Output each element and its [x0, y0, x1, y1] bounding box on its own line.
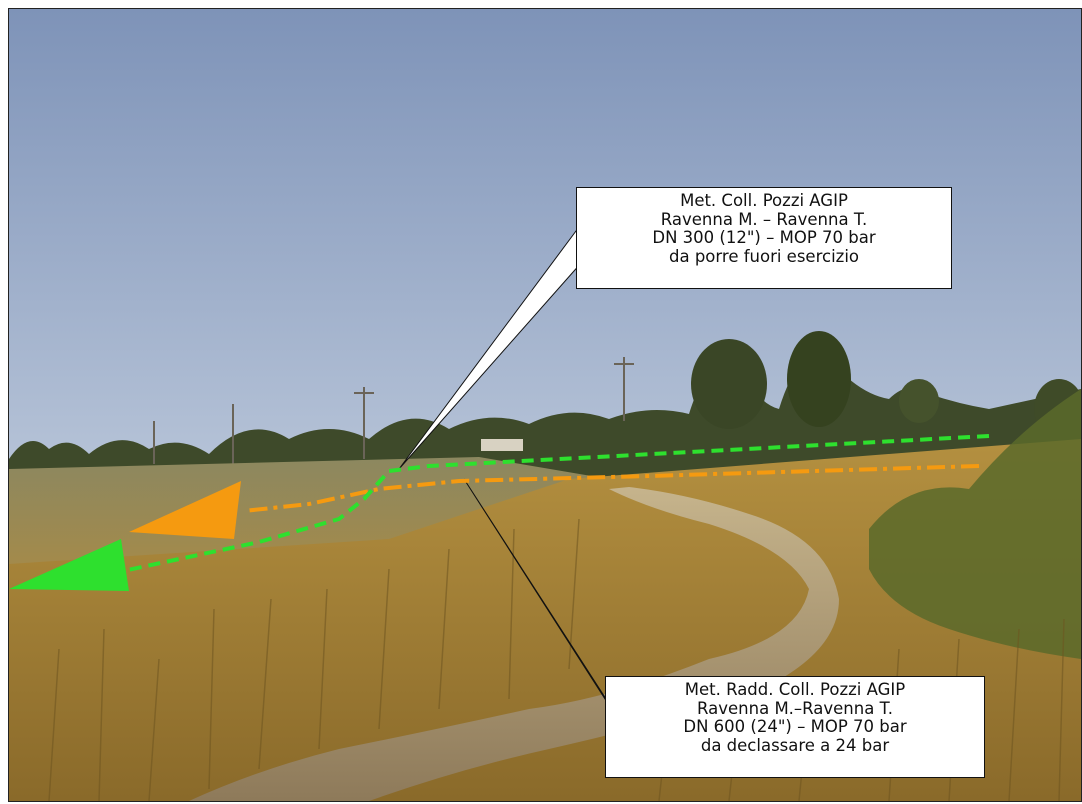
callout-bottom-label: Met. Radd. Coll. Pozzi AGIP Ravenna M.–R… [605, 676, 985, 778]
field [9, 457, 609, 569]
callout-bottom-line-1: Met. Radd. Coll. Pozzi AGIP [684, 680, 906, 699]
callout-top-line-3: DN 300 (12") – MOP 70 bar [652, 228, 876, 247]
callout-top-line-4: da porre fuori esercizio [669, 246, 859, 266]
callout-top-line-1: Met. Coll. Pozzi AGIP [680, 191, 848, 210]
utility-poles [153, 357, 634, 464]
callout-bottom-line-4: da declassare a 24 bar [700, 735, 890, 755]
callout-top-line-2: Ravenna M. – Ravenna T. [660, 209, 868, 229]
farm-building [481, 439, 523, 451]
green-arrowhead [9, 539, 129, 591]
canal [189, 487, 839, 801]
callout-top-label: Met. Coll. Pozzi AGIP Ravenna M. – Raven… [576, 187, 952, 289]
shrubs [869, 389, 1081, 659]
tree-line [9, 331, 1081, 479]
orange-pipeline-route [129, 464, 980, 539]
orange-arrowhead [129, 481, 241, 539]
green-pipeline-route [9, 434, 990, 591]
photo-frame: Met. Coll. Pozzi AGIP Ravenna M. – Raven… [8, 8, 1082, 802]
callout-bottom-line-3: DN 600 (24") – MOP 70 bar [683, 717, 907, 736]
callout-bottom-line-2: Ravenna M.–Ravenna T. [697, 698, 893, 718]
